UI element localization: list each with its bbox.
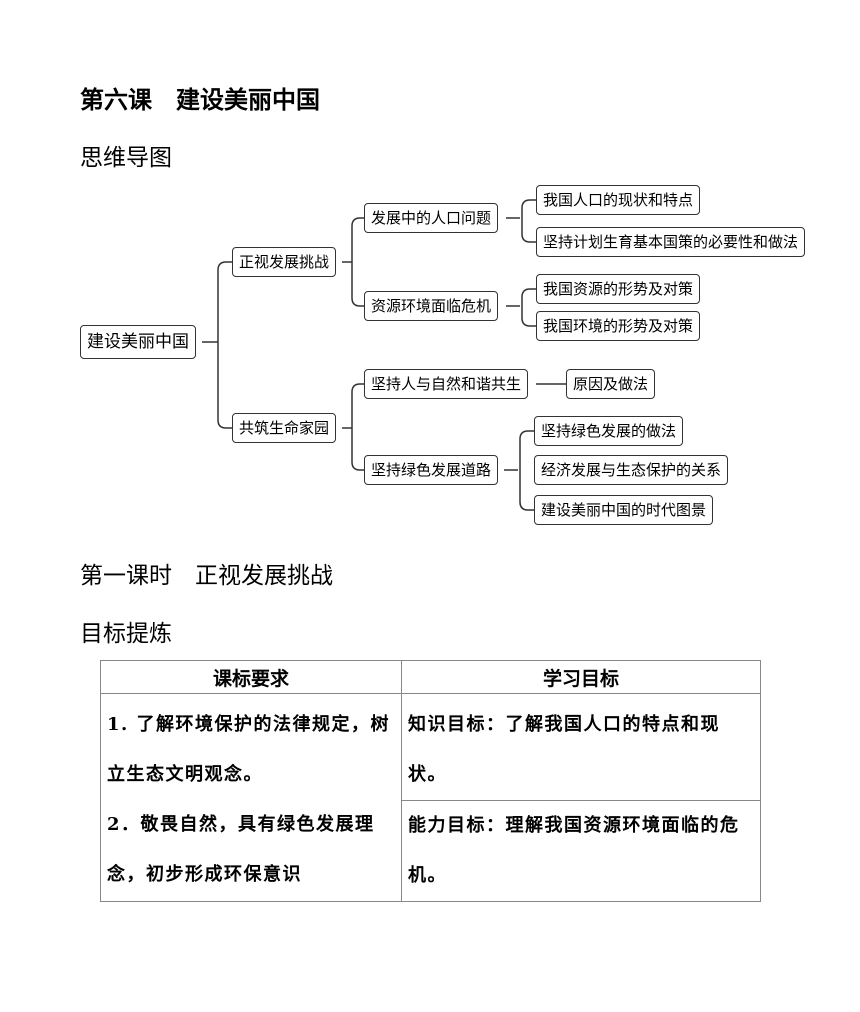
mindmap-heading: 思维导图: [80, 145, 172, 171]
mindmap-sub-green: 坚持绿色发展道路: [364, 455, 499, 485]
mindmap-sub-population: 发展中的人口问题: [364, 203, 499, 233]
goals-left-cell: 1. 了解环境保护的法律规定，树立生态文明观念。 2．敬畏自然，具有绿色发展理念…: [100, 693, 402, 902]
mindmap-leaf: 坚持计划生育基本国策的必要性和做法: [536, 227, 806, 257]
goals-right-cell: 知识目标：了解我国人口的特点和现状。 能力目标：理解我国资源环境面临的危机。: [401, 693, 761, 902]
mindmap-leaf: 原因及做法: [566, 369, 656, 399]
objective-item: 知识目标：了解我国人口的特点和现状。: [408, 714, 720, 785]
section-title: 第一课时 正视发展挑战: [80, 563, 333, 589]
mindmap-leaf: 我国人口的现状和特点: [536, 185, 701, 215]
goals-header-standard: 课标要求: [100, 660, 402, 694]
mindmap-leaf: 建设美丽中国的时代图景: [534, 495, 714, 525]
standard-item: 1. 了解环境保护的法律规定，树立生态文明观念。: [107, 714, 391, 785]
goals-header-objective: 学习目标: [401, 660, 761, 694]
mindmap-branch-challenges: 正视发展挑战: [232, 247, 337, 277]
lesson-title: 第六课 建设美丽中国: [80, 86, 320, 114]
goals-table: 课标要求 学习目标 1. 了解环境保护的法律规定，树立生态文明观念。 2．敬畏自…: [100, 660, 761, 902]
mindmap-leaf: 我国资源的形势及对策: [536, 274, 701, 304]
mindmap-leaf: 我国环境的形势及对策: [536, 311, 701, 341]
mindmap-branch-home: 共筑生命家园: [232, 413, 337, 443]
cell-divider: [402, 800, 760, 801]
objective-item: 能力目标：理解我国资源环境面临的危机。: [408, 815, 740, 886]
mindmap-leaf: 经济发展与生态保护的关系: [534, 455, 729, 485]
mindmap-root: 建设美丽中国: [80, 325, 196, 359]
mindmap-leaf: 坚持绿色发展的做法: [534, 416, 684, 446]
goals-heading: 目标提炼: [80, 621, 172, 647]
mindmap-sub-harmony: 坚持人与自然和谐共生: [364, 369, 529, 399]
standard-item: 2．敬畏自然，具有绿色发展理念，初步形成环保意识: [107, 814, 375, 885]
mindmap-sub-resources: 资源环境面临危机: [364, 291, 499, 321]
